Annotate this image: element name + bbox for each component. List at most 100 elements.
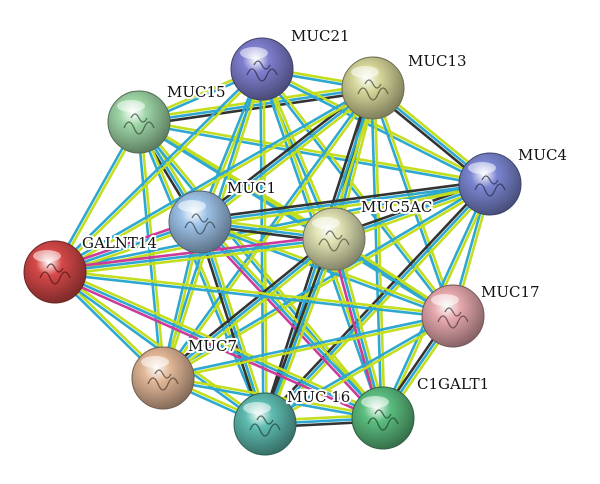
edge-line-textmining <box>266 238 339 427</box>
node-label-muc21: MUC21 <box>291 27 350 45</box>
node-highlight <box>178 200 206 212</box>
node-label-muc1: MUC1 <box>227 179 276 197</box>
edge-muc4-muc1 <box>198 179 492 227</box>
node-label-muc15: MUC15 <box>167 83 226 101</box>
protein-structure-icon <box>39 263 71 285</box>
node-highlight <box>468 162 496 174</box>
node-muc7[interactable] <box>131 346 195 410</box>
edge-line-coexpression <box>198 182 492 224</box>
node-c1galt1[interactable] <box>351 386 415 450</box>
node-label-muc13: MUC13 <box>408 52 467 70</box>
edge-line-textmining <box>264 316 456 427</box>
node-sphere[interactable] <box>230 37 294 101</box>
node-label-muc5ac: MUC5AC <box>361 198 432 216</box>
node-label-galnt14: GALNT14 <box>82 234 157 252</box>
node-sphere[interactable] <box>458 152 522 216</box>
edge-line-experiments <box>52 273 383 423</box>
protein-structure-icon <box>437 307 469 329</box>
node-sphere[interactable] <box>302 207 366 271</box>
protein-structure-icon <box>184 213 216 235</box>
edge-muc21-galnt14 <box>52 66 265 275</box>
edge-galnt14-muc17 <box>53 269 455 319</box>
node-highlight <box>361 396 389 408</box>
edge-line-textmining <box>199 185 492 227</box>
edge-line-coexpression <box>263 182 492 426</box>
edge-line-textmining <box>373 86 386 420</box>
node-muc5ac[interactable] <box>302 207 366 271</box>
edge-line-textmining <box>54 88 376 275</box>
protein-structure-icon <box>357 79 389 101</box>
edge-line-coexpression <box>53 237 336 274</box>
edge-line-coexpression <box>53 270 385 420</box>
protein-structure-icon <box>249 415 281 437</box>
node-label-muc7: MUC7 <box>188 337 237 355</box>
node-label-muc4: MUC4 <box>518 146 567 164</box>
edge-muc17-muc7 <box>161 313 455 381</box>
edge-line-coexpression <box>161 313 454 378</box>
edge-line-textmining <box>54 68 265 275</box>
edge-line-coexpression <box>53 181 491 272</box>
edge-line-coexpression_dark <box>159 235 334 377</box>
edge-line-coexpression <box>263 237 336 426</box>
protein-structure-icon <box>367 409 399 431</box>
node-highlight <box>33 250 61 262</box>
protein-structure-icon <box>246 60 278 82</box>
edge-line-textmining <box>200 89 377 226</box>
protein-structure-icon <box>123 113 155 135</box>
node-sphere[interactable] <box>107 90 171 154</box>
edge-line-coexpression <box>161 237 336 380</box>
edge-line-coexpression <box>52 66 263 273</box>
edge-line-textmining <box>162 316 455 381</box>
node-muc17[interactable] <box>421 284 485 348</box>
edge-line-experiments <box>196 222 382 422</box>
node-muc16[interactable] <box>233 392 297 456</box>
edge-muc5ac-muc16 <box>260 236 339 427</box>
edge-line-textmining <box>55 267 386 417</box>
node-label-muc17: MUC17 <box>481 283 540 301</box>
edge-line-coexpression <box>53 272 455 319</box>
node-sphere[interactable] <box>168 190 232 254</box>
edge-line-coexpression <box>198 86 375 224</box>
node-muc1[interactable] <box>168 190 232 254</box>
edge-muc5ac-muc7 <box>159 235 338 382</box>
node-highlight <box>312 217 340 229</box>
node-muc15[interactable] <box>107 90 171 154</box>
edge-line-textmining <box>53 269 455 316</box>
edge-line-coexpression <box>137 86 375 124</box>
node-highlight <box>431 294 459 306</box>
node-muc4[interactable] <box>458 152 522 216</box>
edge-muc21-muc17 <box>259 66 456 319</box>
node-highlight <box>240 47 268 59</box>
node-sphere[interactable] <box>23 240 87 304</box>
edge-line-textmining <box>163 240 338 382</box>
node-muc21[interactable] <box>230 37 294 101</box>
edge-line-coexpression_dark <box>198 179 491 221</box>
node-label-c1galt1: C1GALT1 <box>417 375 489 393</box>
node-highlight <box>117 100 145 112</box>
node-galnt14[interactable] <box>23 240 87 304</box>
node-highlight <box>243 402 271 414</box>
edge-line-textmining <box>261 66 456 317</box>
edge-line-coexpression <box>52 85 374 272</box>
protein-structure-icon <box>318 230 350 252</box>
node-highlight <box>351 66 379 78</box>
node-sphere[interactable] <box>351 386 415 450</box>
node-sphere[interactable] <box>341 56 405 120</box>
node-muc13[interactable] <box>341 56 405 120</box>
node-sphere[interactable] <box>421 284 485 348</box>
edge-line-textmining <box>137 83 374 121</box>
edge-muc15-muc13 <box>137 83 375 127</box>
protein-structure-icon <box>474 175 506 197</box>
nodes-layer <box>23 37 522 456</box>
edge-galnt14-c1galt1 <box>52 267 386 423</box>
edge-line-coexpression <box>259 68 454 319</box>
protein-structure-icon <box>147 369 179 391</box>
edge-line-coexpression_dark <box>138 89 375 127</box>
node-sphere[interactable] <box>131 346 195 410</box>
node-highlight <box>141 356 169 368</box>
edge-line-textmining <box>201 218 387 418</box>
edge-line-textmining <box>54 240 336 277</box>
edge-line-coexpression_dark <box>260 236 333 425</box>
